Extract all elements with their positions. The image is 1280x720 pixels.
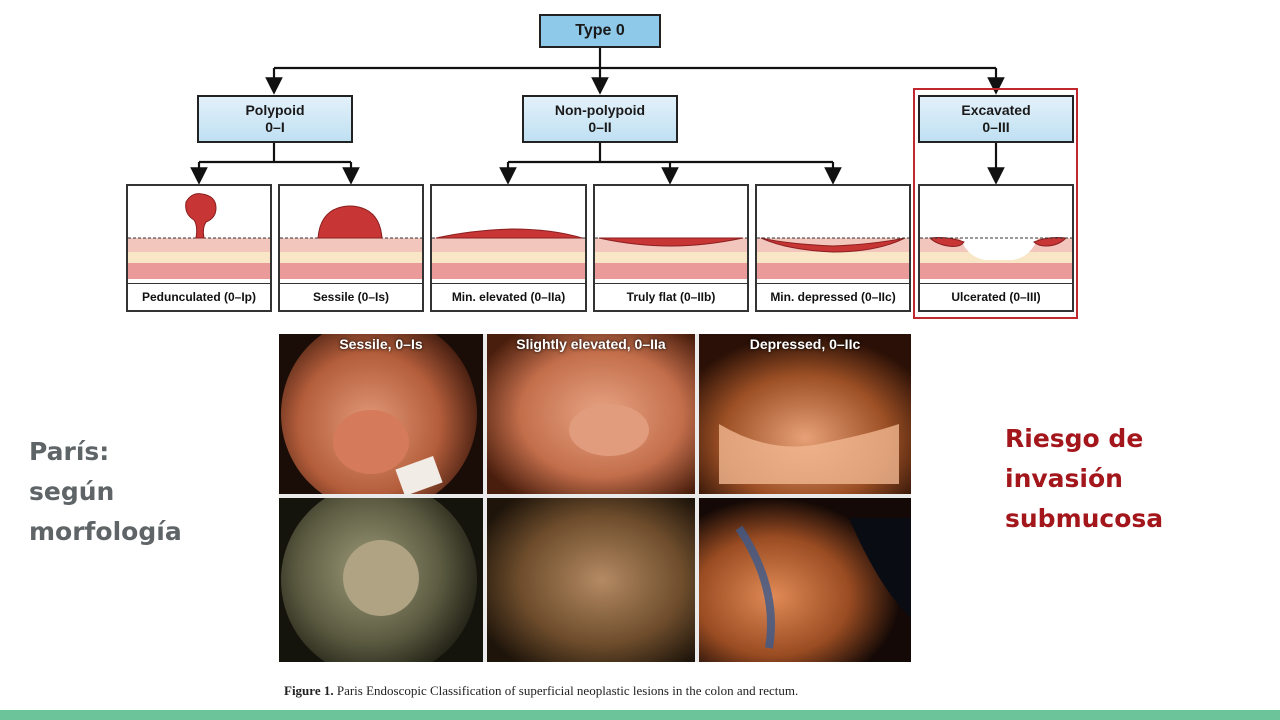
sessile-caption: Sessile (0–Is) [280,283,422,310]
figure-caption-label: Figure 1. [284,683,334,698]
figure-caption: Figure 1. Paris Endoscopic Classificatio… [284,683,798,699]
photo-sessile-nbi [279,498,483,662]
photo-slightly-elevated-nbi [487,498,695,662]
sessile-illustration [280,205,422,279]
truly-flat-caption: Truly flat (0–IIb) [595,283,747,310]
left-text-line-2: según [29,477,115,506]
pedunculated-illustration [128,193,270,279]
panel-min-elevated: Min. elevated (0–IIa) [430,184,587,312]
right-text-line-2: invasión [1005,464,1123,493]
endoscopy-photo-grid: Sessile, 0–Is Slightly elevated, 0–IIa D… [279,334,911,662]
panel-pedunculated: Pedunculated (0–Ip) [126,184,272,312]
photo-sessile-white-light: Sessile, 0–Is [279,334,483,494]
polypoid-node: Polypoid 0–I [197,95,353,143]
photo-header-sessile: Sessile, 0–Is [339,336,423,352]
non-polypoid-label: Non-polypoid [554,101,646,118]
min-depressed-caption: Min. depressed (0–IIc) [757,283,909,310]
non-polypoid-node: Non-polypoid 0–II [522,95,678,143]
photo-depressed-white-light: Depressed, 0–IIc [699,334,911,494]
photo-slightly-elevated-white-light: Slightly elevated, 0–IIa [487,334,695,494]
panel-min-depressed: Min. depressed (0–IIc) [755,184,911,312]
photo-depressed-chromo [699,498,911,662]
submucosal-invasion-risk-text: Riesgo de invasión submucosa [1005,419,1163,539]
left-text-line-3: morfología [29,517,182,546]
excavated-code: 0–III [982,119,1010,135]
min-elevated-caption: Min. elevated (0–IIa) [432,283,585,310]
pedunculated-caption: Pedunculated (0–Ip) [128,283,270,310]
left-text-line-1: París: [29,437,110,466]
type-0-node: Type 0 [539,14,661,48]
non-polypoid-code: 0–II [588,119,612,135]
excavated-node: Excavated 0–III [918,95,1074,143]
min-elevated-illustration [432,228,585,279]
photo-header-slightly-elevated: Slightly elevated, 0–IIa [516,336,666,352]
ulcerated-caption: Ulcerated (0–III) [920,283,1072,310]
panel-ulcerated: Ulcerated (0–III) [918,184,1074,312]
excavated-label: Excavated [961,101,1031,118]
polypoid-code: 0–I [265,119,285,135]
right-text-line-1: Riesgo de [1005,424,1144,453]
truly-flat-illustration [595,237,747,279]
bottom-accent-bar [0,710,1280,720]
figure-caption-text: Paris Endoscopic Classification of super… [336,683,799,698]
type-0-label: Type 0 [575,22,625,39]
photo-header-depressed: Depressed, 0–IIc [749,336,861,352]
ulcerated-illustration [920,237,1072,279]
tree-connectors [190,48,1005,185]
panel-truly-flat: Truly flat (0–IIb) [593,184,749,312]
right-text-line-3: submucosa [1005,504,1164,533]
polypoid-label: Polypoid [245,101,305,118]
min-depressed-illustration [757,237,909,279]
excavated-highlight-frame [913,88,1078,319]
paris-morphology-text: París: según morfología [29,432,182,552]
panel-sessile: Sessile (0–Is) [278,184,424,312]
